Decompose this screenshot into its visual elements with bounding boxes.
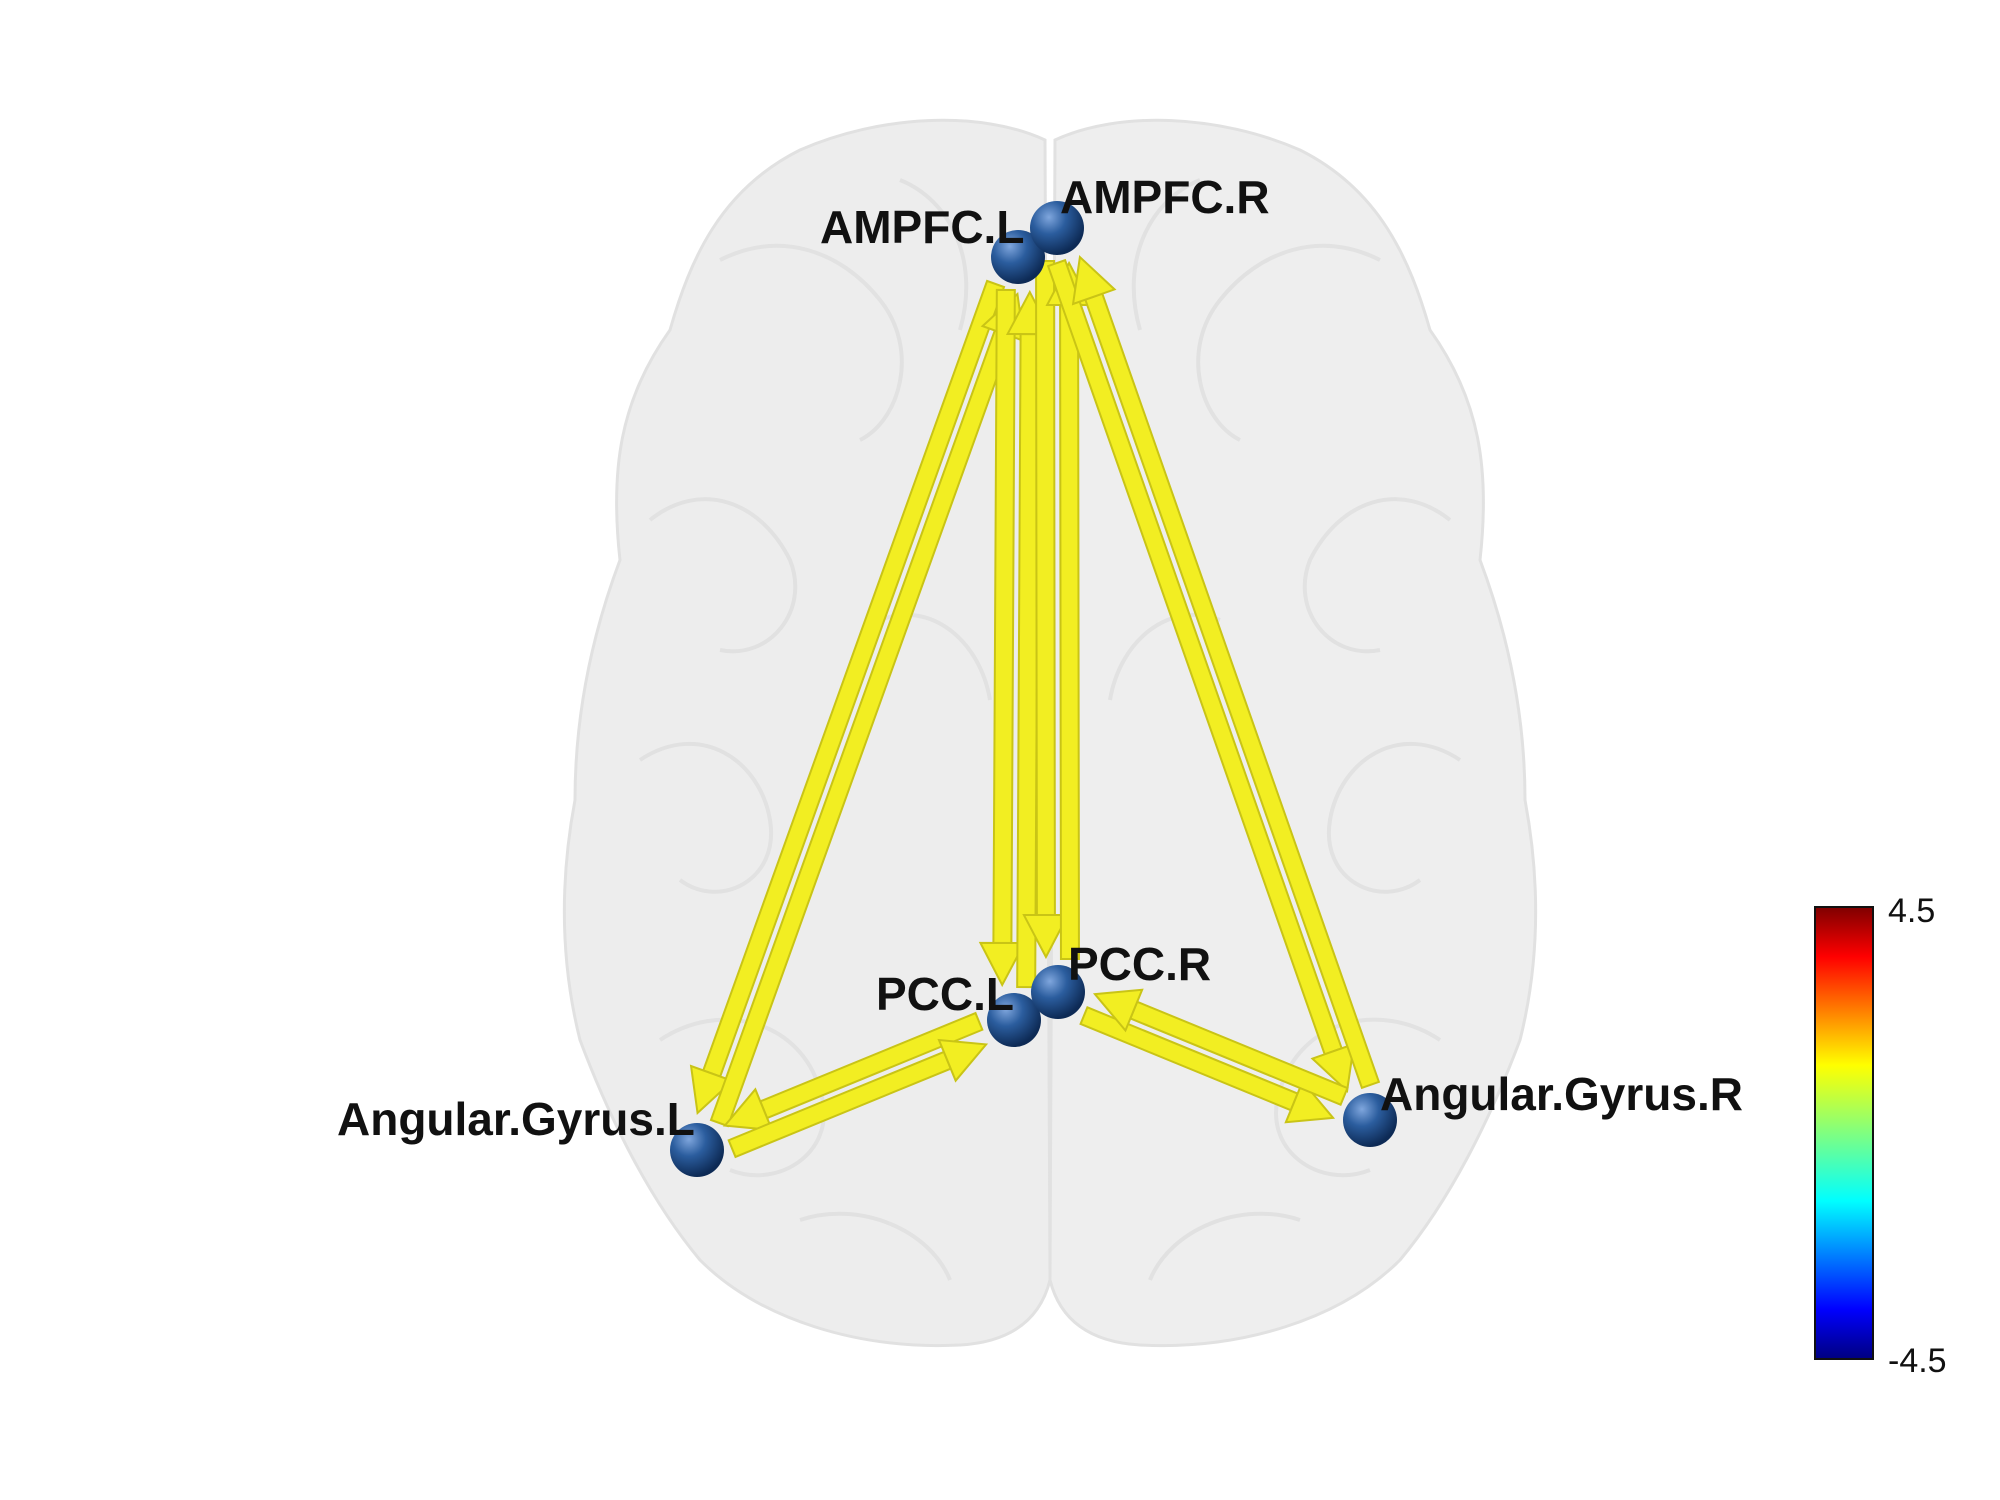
edge-pcc-r-to-angular-gyrus-r <box>1079 1005 1336 1124</box>
edge-angular-gyrus-l-to-pcc-l <box>727 1038 989 1159</box>
node-label-angular-gyrus-r: Angular.Gyrus.R <box>1380 1068 1743 1120</box>
edge-arrowhead <box>1071 255 1117 306</box>
left-hemisphere <box>562 118 1052 1348</box>
node-label-ampfc-l: AMPFC.L <box>820 201 1024 253</box>
right-hemisphere <box>1048 118 1538 1348</box>
edge-arrowhead <box>722 1087 774 1132</box>
node-ampfc-l <box>991 230 1045 284</box>
edge-ampfc-l-to-angular-gyrus-l <box>689 279 1006 1116</box>
edge-ampfc-r-to-pcc-r <box>1022 260 1070 960</box>
node-pcc-r <box>1031 965 1085 1019</box>
edge-arrowhead <box>978 941 1027 988</box>
colorbar-max-label: 4.5 <box>1888 892 1935 930</box>
edge-arrowhead <box>689 1064 735 1116</box>
edges <box>689 255 1381 1159</box>
node-ampfc-r <box>1030 201 1084 255</box>
edge-angular-gyrus-r-to-ampfc-r <box>1071 255 1381 1090</box>
edge-arrowhead <box>1092 988 1144 1033</box>
edge-shaft <box>1059 303 1080 960</box>
node-angular-gyrus-r <box>1343 1093 1397 1147</box>
edge-ampfc-r-to-angular-gyrus-r <box>1046 258 1356 1093</box>
edge-angular-gyrus-r-to-pcc-r <box>1092 988 1349 1107</box>
edge-arrowhead <box>1310 1042 1356 1093</box>
edge-ampfc-l-to-pcc-l <box>978 288 1027 988</box>
node-labels: AMPFC.L AMPFC.R PCC.L PCC.R Angular.Gyru… <box>337 171 1743 1145</box>
edge-shaft <box>992 288 1016 944</box>
node-label-pcc-l: PCC.L <box>876 968 1014 1020</box>
node-label-ampfc-r: AMPFC.R <box>1060 171 1270 223</box>
nodes <box>670 201 1397 1177</box>
node-label-angular-gyrus-l: Angular.Gyrus.L <box>337 1093 695 1145</box>
edge-arrowhead <box>1022 913 1070 960</box>
edge-arrowhead <box>937 1038 989 1083</box>
node-angular-gyrus-l <box>670 1123 724 1177</box>
edge-arrowhead <box>1284 1079 1336 1124</box>
brain-surface <box>562 118 1538 1348</box>
node-pcc-l <box>987 993 1041 1047</box>
node-label-pcc-r: PCC.R <box>1068 938 1211 990</box>
colorbar-gradient <box>1814 906 1874 1360</box>
colorbar-min-label: -4.5 <box>1888 1342 1947 1380</box>
edge-pcc-l-to-angular-gyrus-l <box>722 1011 984 1132</box>
colorbar: 4.5 -4.5 <box>1814 892 1947 1380</box>
edge-shaft <box>1035 260 1056 917</box>
